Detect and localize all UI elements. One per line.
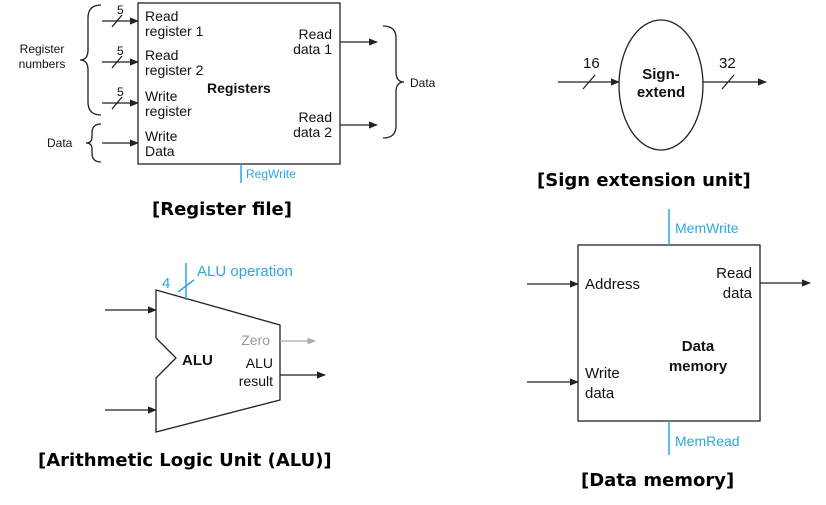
alu-result-label-2: result <box>239 373 273 389</box>
read-register-1-label-1: Read <box>145 8 178 24</box>
read-data-label-2: data <box>723 285 753 302</box>
sign-extend-label-2: extend <box>637 84 685 101</box>
alu-label: ALU <box>182 352 213 369</box>
sign-extend-out-slash <box>721 74 735 90</box>
read-data-2-label-1: Read <box>299 109 332 125</box>
bus-width-2: 5 <box>117 44 124 58</box>
read-data-1-label-1: Read <box>299 26 332 42</box>
write-register-label-2: register <box>145 103 192 119</box>
bus-slash-3 <box>111 96 123 110</box>
register-numbers-label-2: numbers <box>19 57 66 71</box>
alu-operation-slash <box>177 279 195 293</box>
register-numbers-brace <box>79 4 102 116</box>
sign-extend-unit: Sign- extend 16 32 [Sign extension unit] <box>537 19 767 191</box>
alu-op-width: 4 <box>162 275 170 292</box>
memwrite-label: MemWrite <box>675 220 739 236</box>
write-data-label-2: Data <box>145 143 175 159</box>
data-in-brace <box>85 123 102 163</box>
read-data-1-label-2: data 1 <box>293 41 332 57</box>
sign-extend-label-1: Sign- <box>642 66 680 83</box>
write-register-label-1: Write <box>145 88 178 104</box>
bus-slash-1 <box>111 14 123 28</box>
data-memory-unit: MemWrite MemRead Address Write data Read… <box>527 209 811 491</box>
bus-width-3: 5 <box>117 85 124 99</box>
register-file-caption: [Register file] <box>152 199 292 220</box>
regwrite-label: RegWrite <box>246 167 296 181</box>
alu-zero-label: Zero <box>241 332 270 348</box>
write-data-label-1: Write <box>585 365 620 382</box>
sign-extend-in-slash <box>582 74 596 90</box>
memread-label: MemRead <box>675 433 740 449</box>
register-file: Register numbers Data Data 5 5 5 Read re… <box>19 2 436 220</box>
bus-slash-2 <box>111 55 123 69</box>
sign-extend-out-width: 32 <box>719 55 736 72</box>
alu-operation-label: ALU operation <box>197 263 293 280</box>
read-data-label-1: Read <box>716 265 752 282</box>
read-data-2-label-2: data 2 <box>293 124 332 140</box>
registers-title: Registers <box>207 80 271 96</box>
data-memory-caption: [Data memory] <box>581 470 734 491</box>
register-file-box <box>137 2 341 165</box>
data-memory-title-2: memory <box>669 358 728 375</box>
sign-extend-in-width: 16 <box>583 55 600 72</box>
data-out-brace <box>382 25 405 139</box>
write-data-label-1: Write <box>145 128 178 144</box>
register-numbers-label-1: Register <box>20 42 65 56</box>
alu-caption: [Arithmetic Logic Unit (ALU)] <box>38 450 332 471</box>
write-data-label-2: data <box>585 385 615 402</box>
data-in-group-label: Data <box>47 136 73 150</box>
data-memory-box <box>577 244 761 422</box>
data-memory-title-1: Data <box>682 338 715 355</box>
alu-shape <box>155 289 281 433</box>
read-register-2-label-2: register 2 <box>145 62 204 78</box>
alu-result-label-1: ALU <box>246 355 273 371</box>
sign-extend-caption: [Sign extension unit] <box>537 170 751 191</box>
data-out-group-label: Data <box>410 76 436 90</box>
alu-unit: ALU Zero ALU result 4 ALU operation [Ari… <box>38 263 332 471</box>
address-label: Address <box>585 276 640 293</box>
read-register-2-label-1: Read <box>145 47 178 63</box>
read-register-1-label-2: register 1 <box>145 23 204 39</box>
bus-width-1: 5 <box>117 3 124 17</box>
